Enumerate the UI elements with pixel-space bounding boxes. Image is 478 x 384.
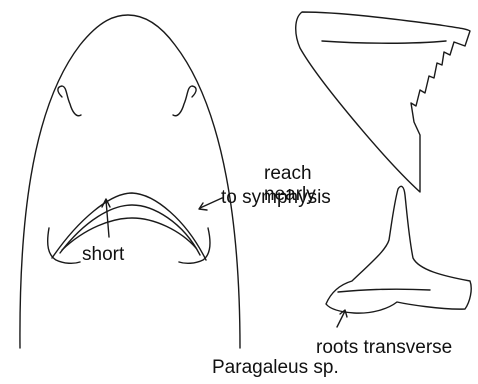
label-short: short: [82, 245, 124, 264]
left-labial-furrow: [48, 228, 80, 263]
lower-tooth-outline: [326, 186, 471, 313]
left-nostril: [58, 86, 81, 116]
head-outline: [20, 15, 240, 348]
caption: Paragaleus sp.: [212, 358, 339, 377]
right-nostril: [173, 86, 196, 116]
label-reach: reach: [264, 164, 312, 183]
mouth-inner-lip: [60, 205, 200, 255]
upper-tooth-outline: [296, 12, 470, 192]
label-roots-transverse: roots transverse: [316, 338, 452, 357]
lower-tooth-root-line: [338, 289, 430, 292]
mouth-upper-outline: [52, 193, 206, 260]
label-to-symphysis: to symphysis: [221, 188, 331, 207]
upper-tooth-root-line: [322, 41, 446, 43]
